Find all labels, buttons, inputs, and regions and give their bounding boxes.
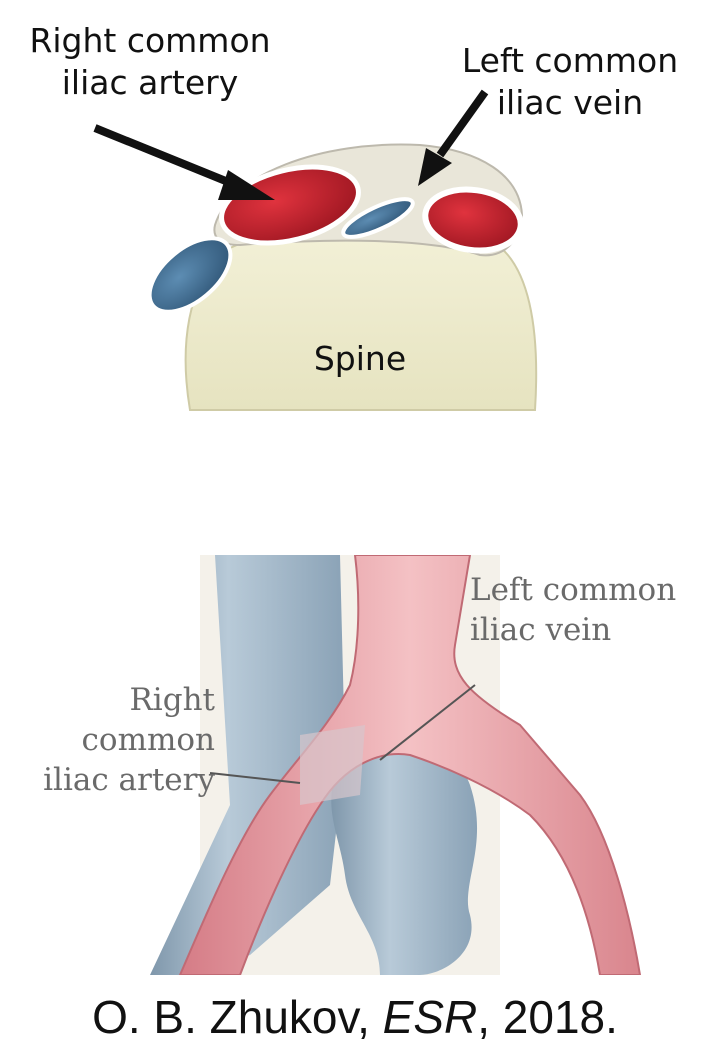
label-right-common-iliac-artery-bottom: Right common iliac artery <box>5 680 215 800</box>
label-right-common-iliac-artery: Right common iliac artery <box>20 20 280 104</box>
citation-caption: O. B. Zhukov, ESR, 2018. <box>0 990 710 1044</box>
arrow-right-artery <box>95 128 275 200</box>
label-left-common-iliac-vein-bottom: Left common iliac vein <box>470 570 710 650</box>
crossing-segment <box>300 725 365 805</box>
label-left-common-iliac-vein: Left common iliac vein <box>440 40 700 124</box>
label-spine: Spine <box>290 338 430 380</box>
